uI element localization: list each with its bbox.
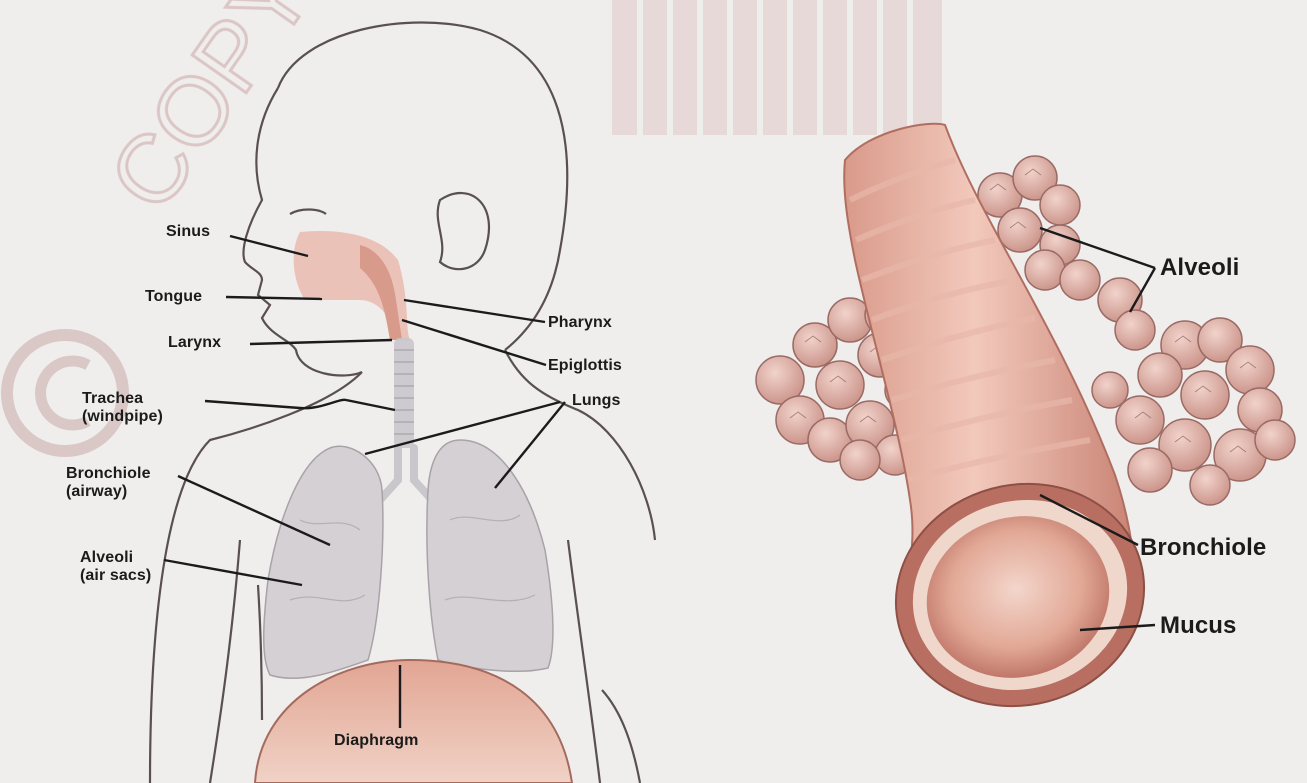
svg-text:COPYRIGHT: COPYRIGHT [88, 0, 503, 229]
label-trachea-line1: Trachea [82, 390, 163, 408]
label-diaphragm: Diaphragm [334, 731, 418, 751]
label-bronchiole-line1: Bronchiole [66, 465, 151, 483]
label-closeup-bronchiole: Bronchiole [1140, 534, 1266, 562]
copyright-watermark: COPYRIGHT [7, 0, 503, 451]
bronchiole-closeup [756, 124, 1295, 734]
label-trachea-line2: (windpipe) [82, 408, 163, 426]
right-lung [427, 440, 553, 671]
label-alveoli-line1: Alveoli [80, 549, 151, 567]
ear [438, 193, 489, 269]
label-larynx: Larynx [168, 333, 221, 353]
label-alveoli-line2: (air sacs) [80, 567, 151, 585]
label-bronchiole-airway: Bronchiole (airway) [66, 465, 151, 501]
label-tongue: Tongue [145, 287, 202, 307]
label-closeup-mucus: Mucus [1160, 612, 1237, 640]
watermark-graphic [612, 0, 942, 135]
label-pharynx: Pharynx [548, 313, 612, 333]
label-trachea: Trachea (windpipe) [82, 390, 163, 426]
label-closeup-alveoli: Alveoli [1160, 254, 1239, 282]
label-epiglottis: Epiglottis [548, 356, 622, 376]
lungs-graphic [264, 440, 553, 678]
label-sinus: Sinus [166, 222, 210, 242]
left-lung [264, 446, 383, 678]
label-alveoli-air-sacs: Alveoli (air sacs) [80, 549, 151, 585]
label-lungs: Lungs [572, 391, 621, 411]
head-outline [278, 22, 567, 350]
label-bronchiole-line2: (airway) [66, 483, 151, 501]
